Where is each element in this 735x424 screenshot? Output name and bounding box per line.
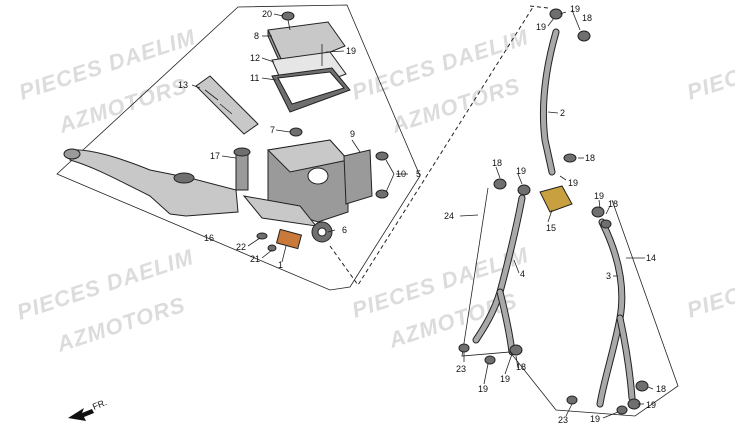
pivot-bolt-head: [233, 147, 251, 157]
master-cylinder-body: [233, 139, 373, 250]
dashed-guide-line: [329, 6, 534, 286]
callout-4: 4: [520, 269, 525, 279]
diaphragm-inner: [277, 71, 345, 105]
callout-18-lower-right: 18: [656, 384, 666, 394]
piston-seal: [204, 89, 219, 101]
hose-fittings: [458, 8, 649, 415]
dashed-guide-end: [529, 5, 549, 9]
callout-21: 21: [250, 254, 260, 264]
brake-lever-tip: [63, 148, 81, 160]
brake-hoses: [472, 28, 636, 408]
callout-20: 20: [262, 9, 272, 19]
bolt-10: [375, 189, 389, 199]
callout-2: 2: [560, 108, 565, 118]
callout-19-left: 19: [516, 166, 526, 176]
bolt-9: [375, 151, 389, 161]
callout-23-upper: 23: [456, 364, 466, 374]
callout-9: 9: [350, 129, 355, 139]
bolt-lower-left: [509, 344, 523, 356]
banjo-upper: [549, 8, 563, 20]
washer-lower-right: [616, 405, 628, 415]
callout-5: 5: [416, 169, 421, 179]
screw-23-upper: [458, 343, 470, 353]
cap-screw-shaft: [287, 19, 291, 31]
callout-14: 14: [646, 253, 656, 263]
callout-23-lower: 23: [558, 415, 568, 424]
callout-10: 10: [396, 169, 406, 179]
piston-spring: [219, 103, 233, 115]
front-direction-indicator: FR.: [68, 397, 108, 421]
cap-screw: [281, 11, 295, 21]
callout-18-left: 18: [492, 158, 502, 168]
bolt-mid: [563, 153, 577, 163]
callout-19-lower-mid: 19: [500, 374, 510, 384]
cylinder-port: [307, 167, 329, 185]
callout-19-mid: 19: [568, 178, 578, 188]
washer-lower-left: [484, 355, 496, 365]
callout-19-cap: 19: [346, 46, 356, 56]
callout-22: 22: [236, 242, 246, 252]
callout-19-lower-left: 19: [478, 384, 488, 394]
callout-8: 8: [254, 31, 259, 41]
callout-19-top: 19: [570, 4, 580, 14]
reservoir-cap-assembly: [267, 11, 351, 113]
callout-3: 3: [606, 271, 611, 281]
callout-17: 17: [210, 151, 220, 161]
clamp-bolt-hole: [317, 227, 327, 237]
callout-11: 11: [250, 73, 259, 83]
callout-12: 12: [250, 53, 260, 63]
leader-lines: [191, 9, 654, 419]
bolt-lower-right: [635, 380, 649, 392]
screw-21: [267, 244, 277, 252]
piston-kit: [195, 75, 259, 135]
hose-frame: [461, 187, 679, 417]
brake-switch: [275, 228, 303, 250]
callout-7: 7: [270, 125, 275, 135]
bolt-upper: [577, 30, 591, 42]
callout-18-lower-left: 18: [516, 362, 526, 372]
brake-lever-arm: [67, 149, 239, 217]
banjo-boss: [343, 149, 373, 205]
callout-labels: 20 8 12 11 19 13 7 9 17 10 5 16 6 22 21 …: [178, 4, 666, 424]
screw-23-lower: [566, 395, 578, 405]
front-arrow-icon: [68, 408, 94, 421]
hose-joint-15: [539, 185, 573, 213]
washer-right: [600, 219, 612, 229]
callout-19-bottom: 19: [590, 414, 600, 424]
callout-15: 15: [546, 223, 556, 233]
callout-18-right: 18: [608, 199, 618, 209]
front-arrow-label: FR.: [91, 397, 108, 412]
callout-18-mid: 18: [585, 153, 595, 163]
callout-16: 16: [204, 233, 214, 243]
callout-6: 6: [342, 225, 347, 235]
callout-19-right: 19: [594, 191, 604, 201]
brake-lever: [63, 148, 239, 217]
screw-22: [256, 232, 268, 240]
hose-2-inner: [540, 29, 559, 175]
lever-adjuster: [173, 172, 195, 184]
watermark-group: PIECES DAELIM AZMOTORS PIECES DAELIM AZM…: [14, 24, 735, 357]
callout-19-top-left: 19: [536, 22, 546, 32]
fasteners-group: [256, 127, 389, 252]
callout-13: 13: [178, 80, 188, 90]
watermark-line1: PIECES DAELIM: [684, 24, 735, 105]
callout-24: 24: [444, 211, 454, 221]
banjo-left: [517, 184, 531, 196]
banjo-right: [591, 206, 605, 218]
master-cylinder-frame: [56, 4, 421, 291]
watermark-line1: PIECES DAELIM: [684, 242, 735, 323]
bolt-7: [289, 127, 303, 137]
callout-19-lower-right: 19: [646, 400, 656, 410]
callout-18-top: 18: [582, 13, 592, 23]
piston-kit-shape: [195, 75, 259, 135]
callout-1: 1: [278, 260, 283, 270]
bolt-left: [493, 178, 507, 190]
hose-3-branch-inner: [617, 315, 635, 401]
